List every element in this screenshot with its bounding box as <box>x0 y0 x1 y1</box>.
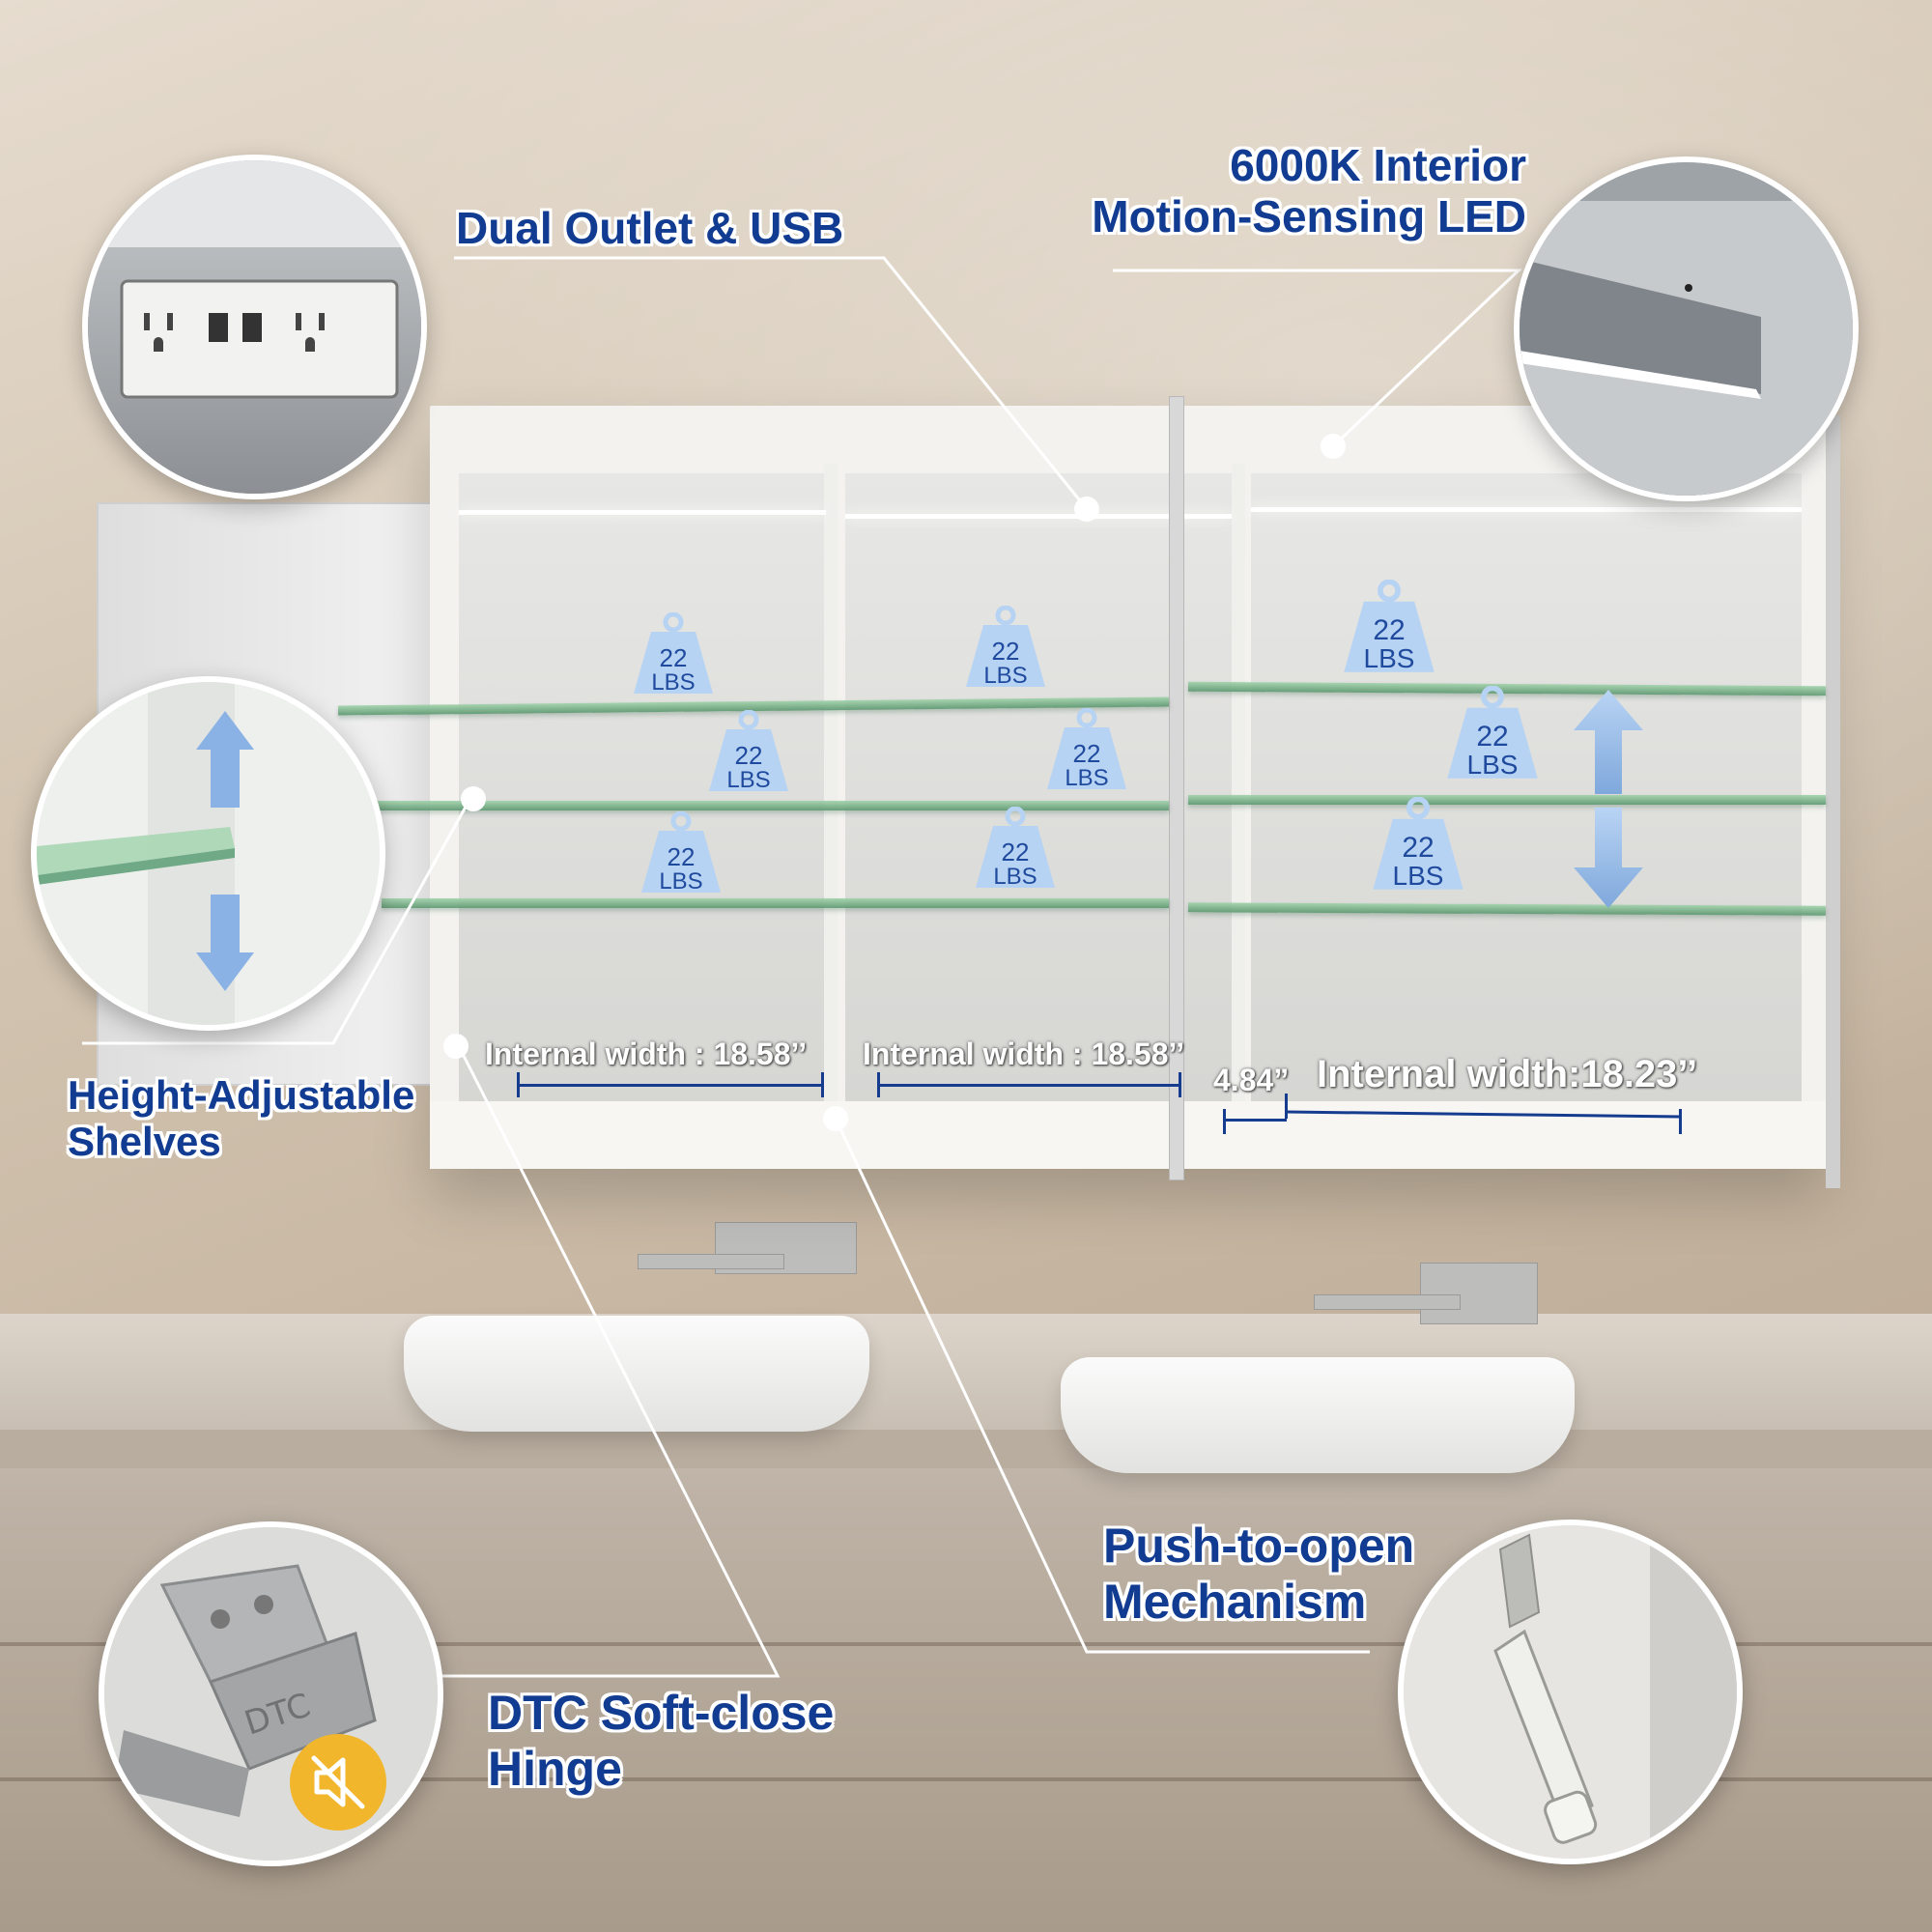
callout-line: DTC Soft-close <box>488 1686 835 1740</box>
detail-push-open <box>1398 1520 1743 1864</box>
callout-push-open: Push-to-open Mechanism <box>1103 1519 1414 1630</box>
detail-hinge: DTC <box>99 1521 443 1866</box>
glass-shelf <box>382 898 1169 908</box>
mute-speaker-icon <box>290 1734 386 1831</box>
measure-gap-line <box>1225 1119 1287 1122</box>
faucet-spout-right <box>1314 1294 1461 1310</box>
callout-shelves: Height-Adjustable Shelves <box>68 1072 414 1166</box>
sink-left <box>404 1316 869 1432</box>
measure-tick <box>1285 1094 1288 1119</box>
counter-top <box>0 1314 1932 1430</box>
up-down-arrow-icon <box>1574 690 1643 908</box>
glass-shelf <box>1188 795 1826 805</box>
drawer-seam <box>0 1777 1932 1781</box>
callout-line: Height-Adjustable <box>68 1072 415 1118</box>
sink-right <box>1061 1357 1575 1473</box>
glass-shelf <box>372 801 1169 810</box>
led-strip <box>845 514 1232 519</box>
callout-line: Shelves <box>68 1119 221 1165</box>
measure-middle-label: Internal width : 18.58’’ <box>863 1037 1185 1071</box>
measure-left-line <box>517 1084 824 1087</box>
measure-tick <box>1223 1109 1226 1134</box>
cabinet-bay-middle <box>845 473 1232 1101</box>
measure-left-label: Internal width : 18.58’’ <box>485 1037 808 1071</box>
cabinet-bottom <box>430 1101 1826 1169</box>
callout-hinge: DTC Soft-close Hinge <box>488 1686 834 1797</box>
callout-outlet-usb: Dual Outlet & USB <box>456 203 843 254</box>
cabinet-partition <box>1232 464 1245 1111</box>
callout-line: 6000K Interior <box>1230 140 1526 190</box>
callout-line: Motion-Sensing LED <box>1092 190 1526 242</box>
faucet-plate-right <box>1420 1263 1538 1324</box>
led-strip <box>1251 507 1802 512</box>
faucet-spout-left <box>638 1254 784 1269</box>
measure-right-label: Internal width:18.23’’ <box>1317 1053 1698 1095</box>
callout-line: Mechanism <box>1103 1574 1367 1629</box>
cabinet-bay-right <box>1251 473 1802 1101</box>
detail-outlet-usb <box>82 155 427 499</box>
measure-middle-line <box>877 1084 1181 1087</box>
led-strip <box>459 510 826 515</box>
callout-line: Dual Outlet & USB <box>456 203 844 253</box>
measure-tick <box>877 1072 880 1097</box>
measure-tick <box>1179 1072 1181 1097</box>
cabinet-partition <box>824 464 838 1111</box>
callout-line: Push-to-open <box>1103 1519 1415 1573</box>
mirror-door-edge-right <box>1826 415 1840 1188</box>
callout-line: Hinge <box>488 1741 622 1796</box>
measure-tick <box>517 1072 520 1097</box>
counter-edge <box>0 1430 1932 1468</box>
detail-shelf <box>31 676 385 1031</box>
measure-tick <box>821 1072 824 1097</box>
medicine-cabinet <box>430 406 1826 1169</box>
measure-gap-label: 4.84” <box>1213 1063 1290 1097</box>
callout-led: 6000K Interior Motion-Sensing LED <box>1063 140 1526 242</box>
measure-tick <box>1679 1109 1682 1134</box>
detail-led <box>1514 156 1859 501</box>
